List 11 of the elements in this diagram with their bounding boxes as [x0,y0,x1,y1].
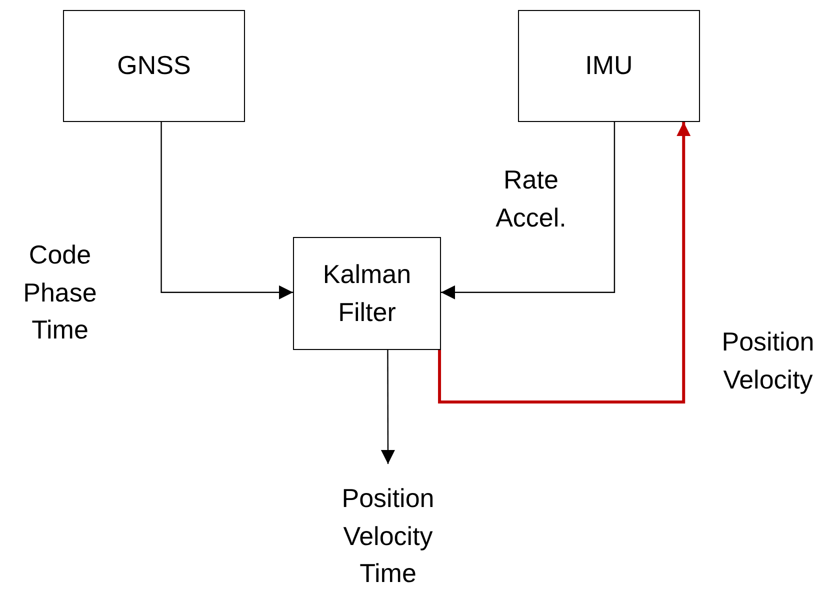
process-box [293,237,441,350]
box-label: IMU [585,49,633,82]
arrow [160,122,293,300]
arrow [380,350,395,464]
arrow [441,122,616,300]
box-label: Kalman Filter [322,258,412,328]
box-label: GNSS [117,49,191,82]
arrow [438,122,691,404]
output-text: Position Velocity Time [318,484,458,589]
process-box [63,10,245,122]
process-box [518,10,700,122]
